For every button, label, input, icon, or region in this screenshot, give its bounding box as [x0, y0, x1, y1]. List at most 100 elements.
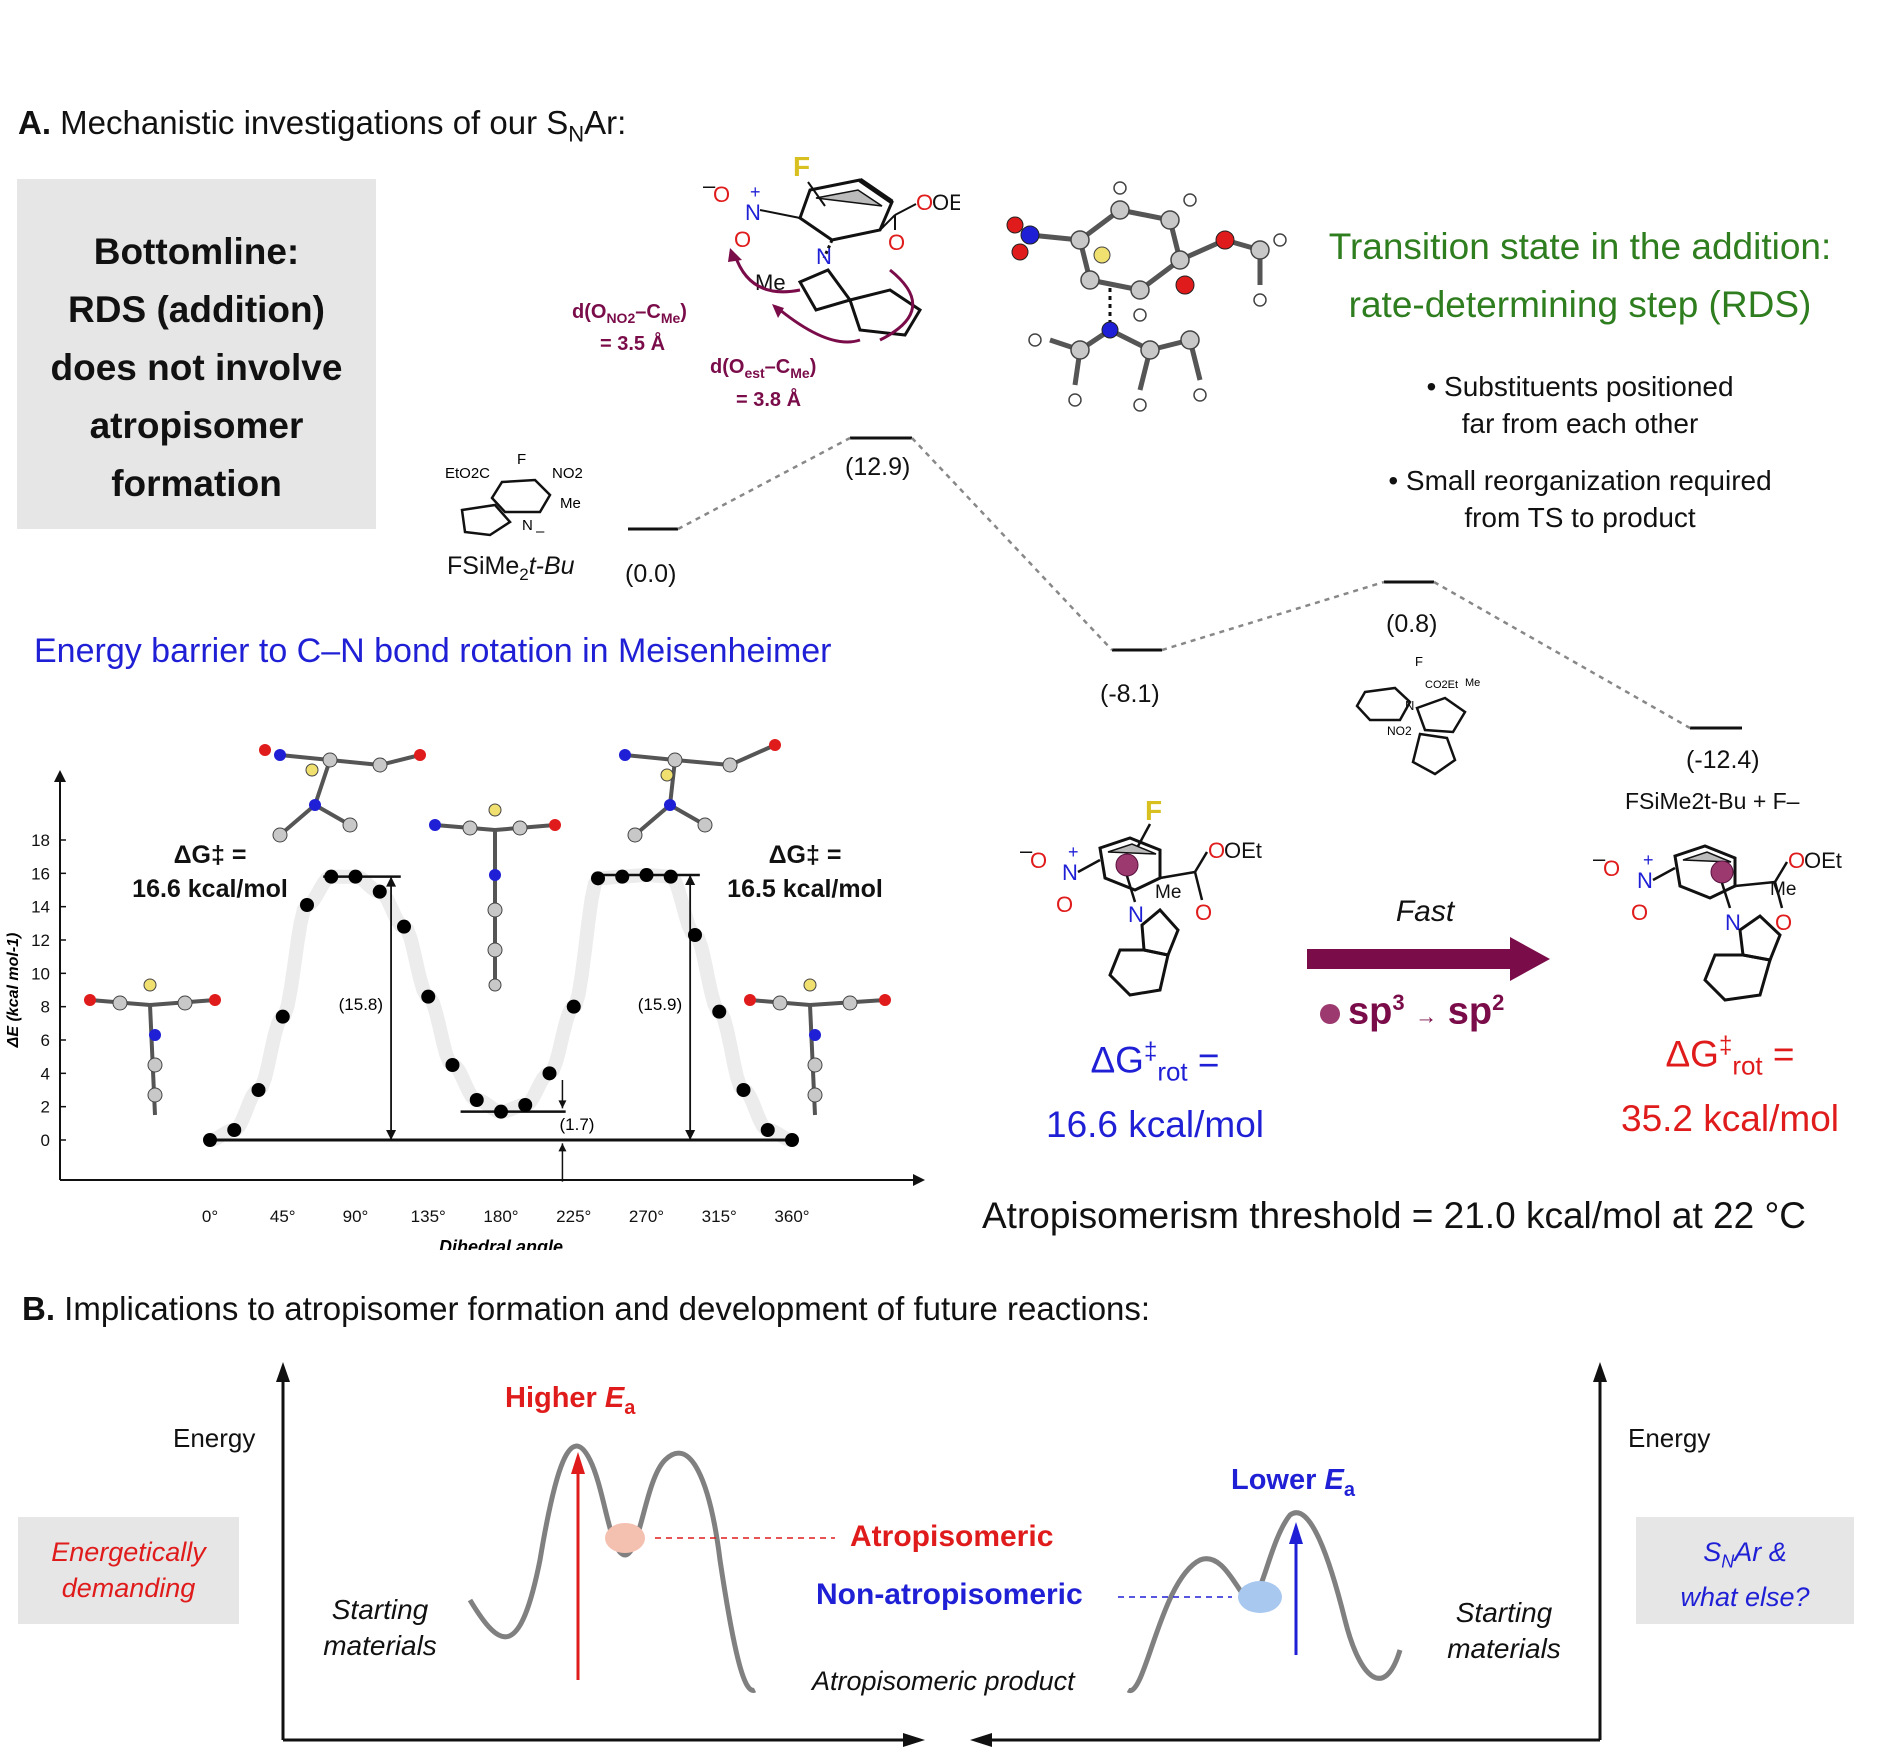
barrier-label-right: (15.9): [638, 995, 682, 1014]
y-tick-label: 18: [31, 831, 50, 850]
x-axis-title: Dihedral angle: [439, 1237, 563, 1250]
svg-text:EtO2C: EtO2C: [445, 465, 490, 482]
lower-ea-label: Lower Ea: [1231, 1464, 1355, 1501]
x-tick-label: 270°: [629, 1207, 664, 1226]
svg-text:O: O: [1631, 900, 1648, 925]
svg-text:O: O: [1775, 910, 1792, 935]
data-point: [688, 928, 702, 942]
gap-arrow-bottom-head: [558, 1143, 567, 1152]
svg-text:–: –: [536, 523, 545, 540]
svg-text:F: F: [517, 451, 526, 468]
energy-axis-label-left: Energy: [173, 1423, 256, 1453]
fast-label: Fast: [1395, 895, 1455, 928]
data-point: [542, 1066, 557, 1081]
level-label-intermediate: (-8.1): [1100, 680, 1160, 708]
svg-text:Me: Me: [1770, 879, 1796, 900]
level-label-ts1: (12.9): [845, 453, 911, 481]
bottomline-line: RDS (addition): [68, 289, 325, 330]
dg-left: ΔG‡ = 16.6 kcal/mol: [132, 841, 288, 903]
svg-text:O: O: [916, 190, 933, 215]
svg-text:–: –: [703, 173, 716, 198]
x-tick-label: 0°: [202, 1207, 218, 1226]
gap-arrow-top-head: [558, 1100, 567, 1109]
data-point: [275, 1009, 290, 1024]
dg-right: ΔG‡ = 16.5 kcal/mol: [727, 841, 883, 903]
conformer-model-270: [619, 739, 781, 843]
data-point: [421, 989, 436, 1004]
indole-nitrogen: N: [816, 244, 832, 269]
level-label-product: (-12.4): [1686, 746, 1760, 774]
data-point: [494, 1104, 508, 1119]
svg-text:O: O: [1603, 856, 1620, 881]
dg-rot-right: ΔG‡rot = 35.2 kcal/mol: [1621, 1032, 1839, 1139]
svg-text:F: F: [1415, 654, 1423, 669]
ts2-structure: F CO2Et Me N NO2: [1355, 654, 1480, 776]
data-point: [300, 898, 314, 912]
y-tick-label: 6: [41, 1031, 50, 1050]
svg-text:N: N: [1062, 860, 1078, 885]
barrier-arrow-left-head: [386, 876, 397, 887]
y-tick-label: 8: [41, 998, 50, 1017]
svg-text:d(Oest–CMe): d(Oest–CMe): [710, 356, 816, 381]
starting-material-structure: EtO2C F NO2 N Me –: [445, 451, 583, 540]
svg-text:N: N: [1637, 868, 1653, 893]
start-reagent: FSiMe2t-Bu: [447, 552, 575, 584]
y-axis-title: ΔE (kcal mol-1): [5, 933, 22, 1049]
x-tick-label: 360°: [774, 1207, 809, 1226]
svg-text:= 3.8 Å: = 3.8 Å: [736, 387, 801, 411]
y-tick-label: 16: [31, 864, 50, 883]
y-tick-label: 12: [31, 931, 50, 950]
svg-text:–: –: [1020, 838, 1033, 863]
svg-text:N: N: [522, 517, 533, 534]
data-point: [372, 884, 387, 899]
data-point: [397, 919, 411, 934]
starting-materials-right: Starting materials: [1447, 1597, 1561, 1664]
section-b-title: B. Implications to atropisomer formation…: [22, 1290, 1151, 1327]
svg-text:O: O: [1056, 892, 1073, 917]
implications-diagram: [276, 1362, 1607, 1747]
y-tick-label: 2: [41, 1098, 50, 1117]
svg-text:OEt: OEt: [932, 190, 960, 215]
conformer-model-180: [429, 803, 561, 992]
atropisomerism-threshold: Atropisomerism threshold = 21.0 kcal/mol…: [982, 1195, 1807, 1236]
ts-3d-model: [1006, 181, 1287, 412]
svg-text:d(ONO2–CMe): d(ONO2–CMe): [572, 301, 687, 326]
x-tick-label: 225°: [556, 1207, 591, 1226]
non-atropisomeric-label: Non-atropisomeric: [816, 1578, 1083, 1611]
svg-text:O: O: [888, 230, 905, 255]
x-tick-label: 45°: [270, 1207, 296, 1226]
data-point: [324, 869, 339, 884]
svg-text:N: N: [1128, 902, 1144, 927]
data-point: [615, 869, 630, 884]
svg-text:+: +: [1068, 842, 1079, 862]
y-tick-label: 4: [41, 1064, 50, 1083]
barrier-arrow-left-tail: [386, 1130, 397, 1140]
data-point: [712, 1004, 727, 1019]
data-point: [639, 868, 654, 882]
y-tick-label: 10: [31, 964, 50, 983]
svg-text:= 3.5 Å: = 3.5 Å: [600, 331, 665, 355]
x-tick-label: 90°: [343, 1207, 369, 1226]
x-axis-arrow: [913, 1174, 925, 1186]
svg-text:O: O: [1788, 848, 1805, 873]
svg-text:–: –: [1593, 846, 1606, 871]
y-tick-label: 14: [31, 898, 50, 917]
reaction-energy-profile: [628, 436, 1742, 730]
ts-caption: Transition state in the addition: rate-d…: [1328, 226, 1832, 325]
bottomline-box: Bottomline: RDS (addition) does not invo…: [17, 179, 376, 529]
rotation-heading: Energy barrier to C–N bond rotation in M…: [34, 632, 832, 670]
x-tick-label: 135°: [411, 1207, 446, 1226]
meisenheimer-left-structure: F – O + N O O OEt O N Me: [1020, 795, 1262, 997]
svg-text:OEt: OEt: [1224, 838, 1262, 863]
svg-text:CO2Et: CO2Et: [1425, 679, 1458, 691]
y-tick-label: 0: [41, 1131, 50, 1150]
svg-text:O: O: [713, 182, 730, 207]
ts-structure: F – O + N O O OEt O N Me d(ONO2–CMe) = 3…: [572, 151, 960, 411]
dg-rot-left: ΔG‡rot = 16.6 kcal/mol: [1046, 1038, 1264, 1145]
svg-text:N: N: [745, 200, 761, 225]
svg-text:NO2: NO2: [1387, 724, 1412, 738]
starting-materials-left: Starting materials: [323, 1594, 437, 1661]
svg-text:OEt: OEt: [1804, 848, 1842, 873]
